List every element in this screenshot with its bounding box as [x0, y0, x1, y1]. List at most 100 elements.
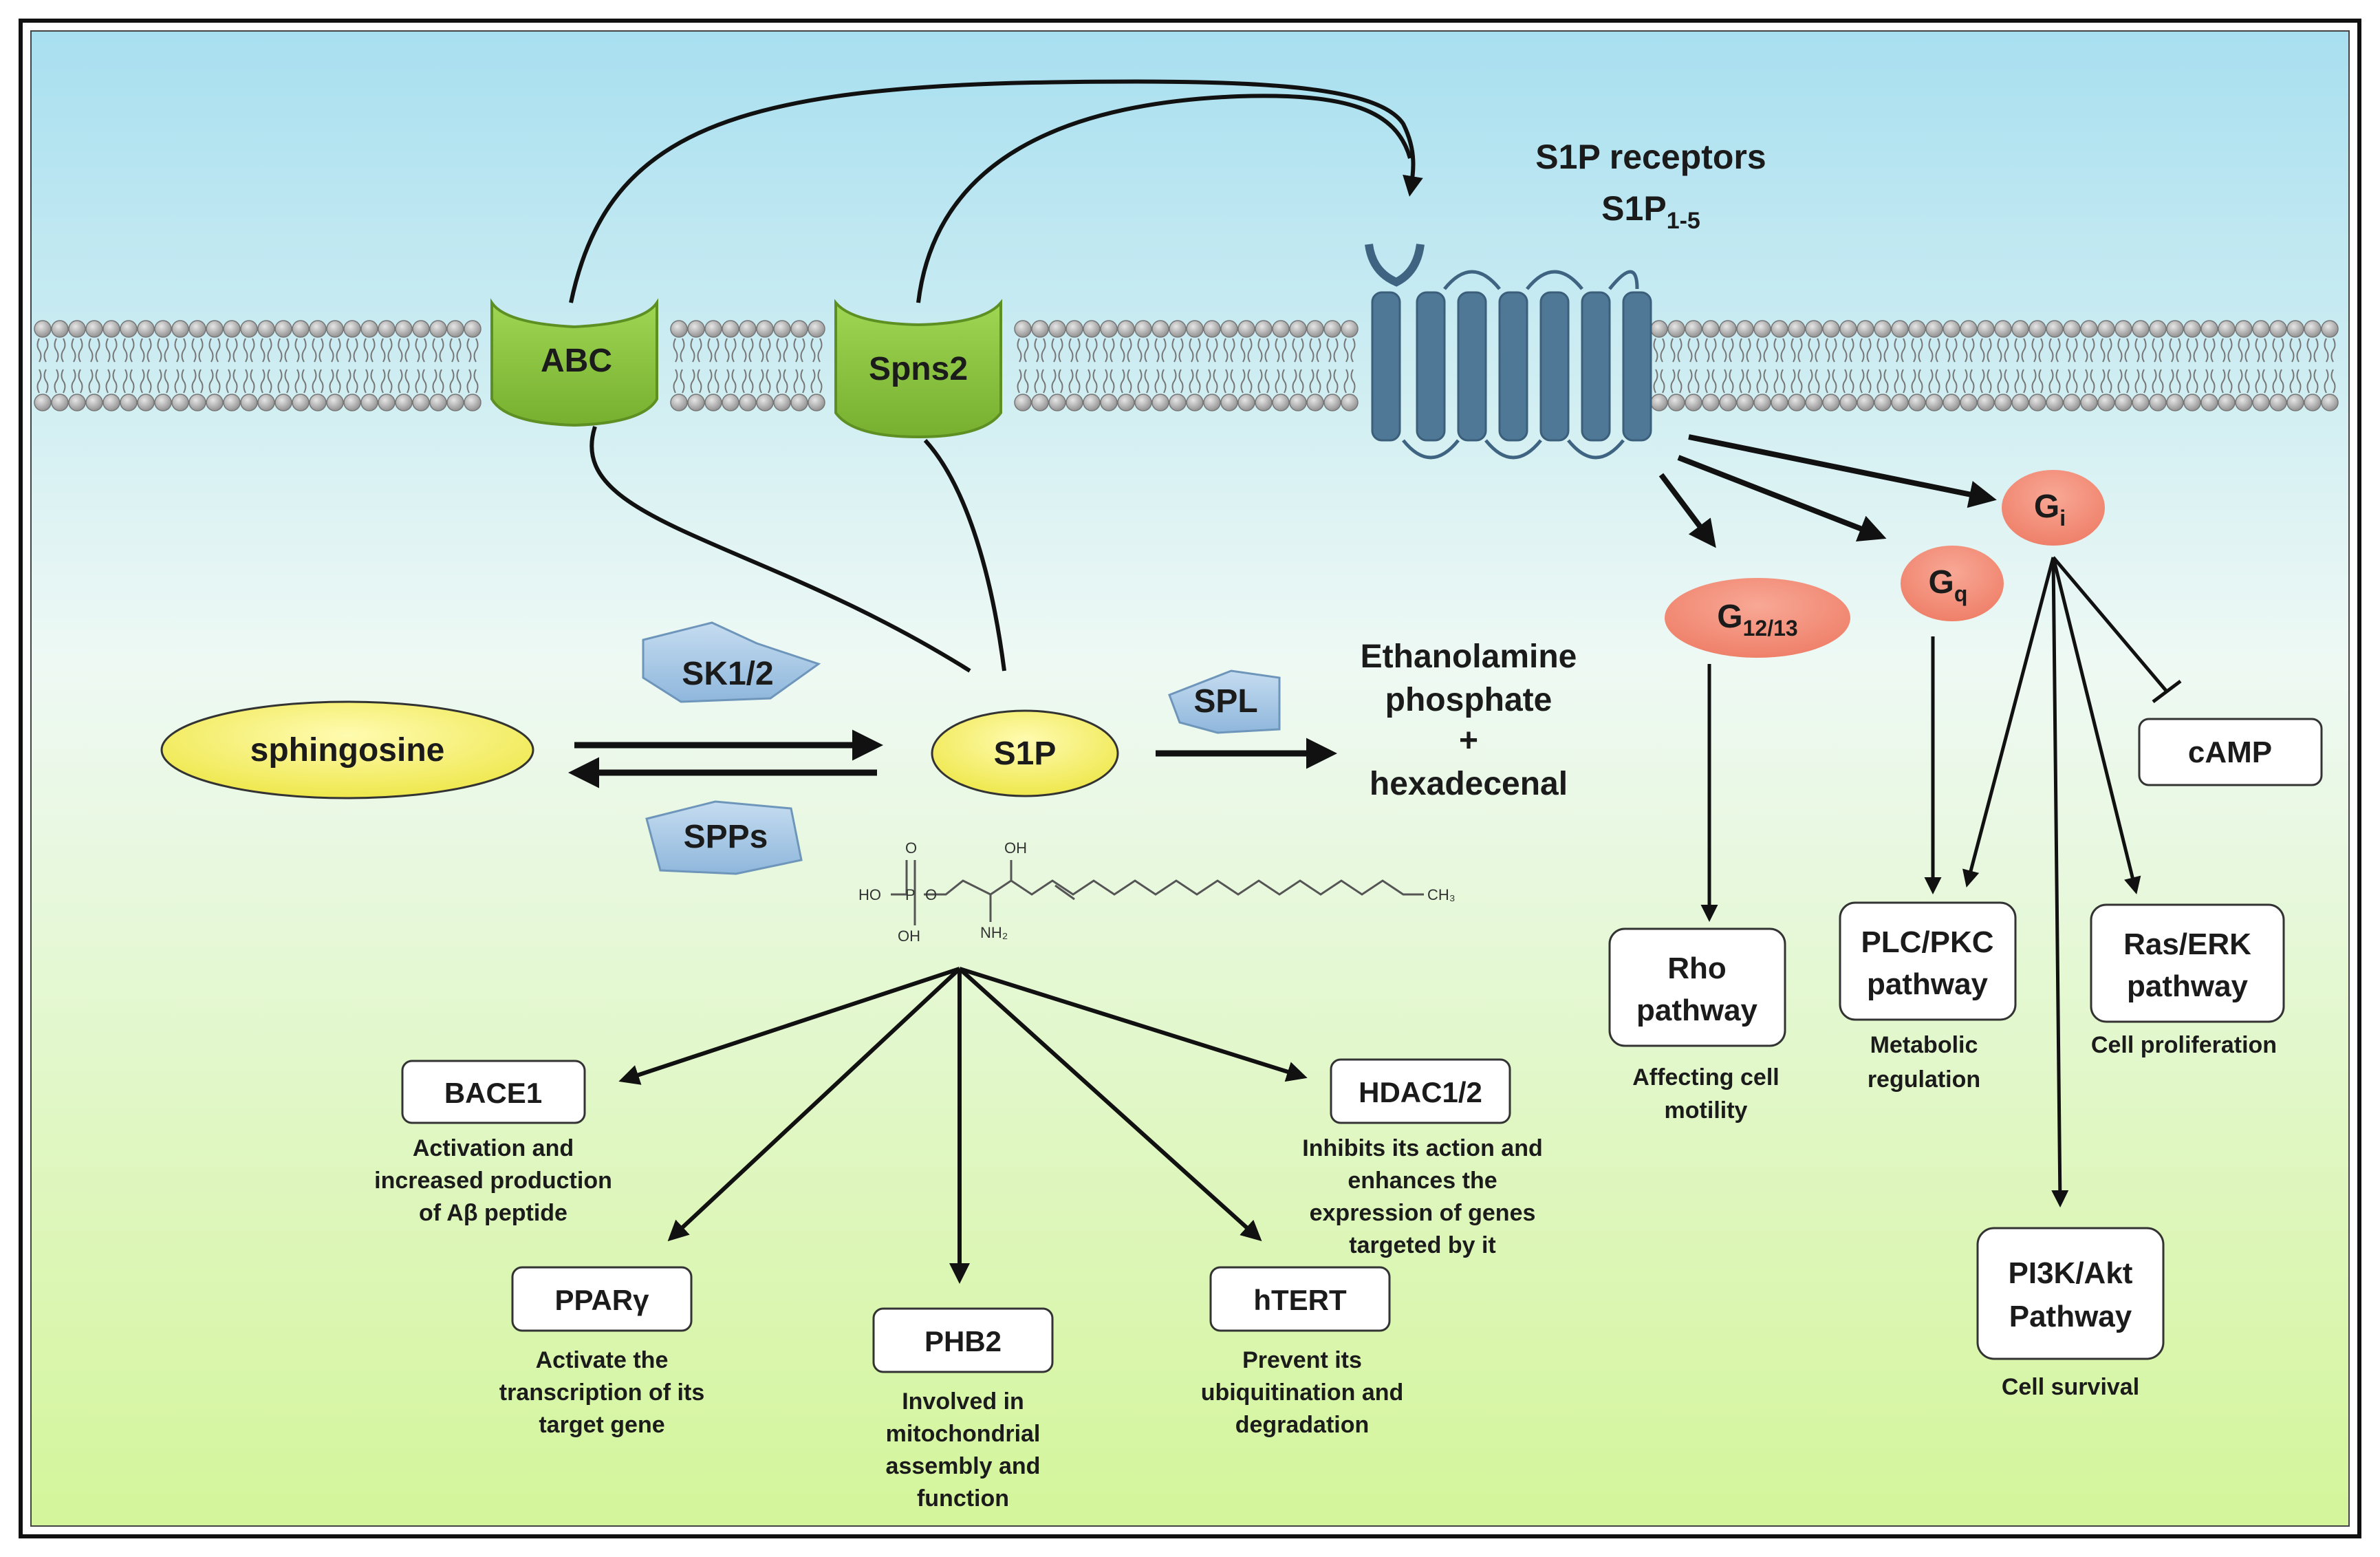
lipid-head: [704, 320, 722, 338]
lipid-head: [206, 394, 224, 411]
lipid-bilayer: [34, 320, 2339, 411]
lipid-head: [1048, 320, 1066, 338]
lipid-head: [1134, 394, 1152, 411]
lipid-head: [1014, 394, 1032, 411]
lipid-tail: [1722, 369, 1734, 394]
lipid-tail: [1705, 369, 1717, 394]
lipid-head: [68, 394, 86, 411]
lipid-tail: [1876, 369, 1889, 394]
lipid-head: [1771, 394, 1788, 411]
lipid-tail: [1120, 338, 1132, 363]
lipid-tail: [1240, 338, 1253, 363]
bace1-label: BACE1: [444, 1077, 542, 1109]
lipid-head: [309, 320, 327, 338]
gq-label: Gq: [1929, 564, 1968, 606]
lipid-head: [1685, 320, 1702, 338]
lipid-tail: [1085, 369, 1098, 394]
lipid-head: [808, 394, 825, 411]
lipid-tail: [1911, 369, 1923, 394]
downstream-arrows: [1700, 556, 2182, 1207]
lipid-head: [257, 394, 275, 411]
lipid-tail: [2324, 338, 2336, 363]
receptor-helix: [1371, 291, 1401, 442]
lipid-head: [687, 394, 705, 411]
lipid-head: [1719, 394, 1737, 411]
lipid-head: [1943, 320, 1960, 338]
lipid-tail: [2186, 338, 2198, 363]
lipid-tail: [2306, 369, 2319, 394]
export-path-spns2: [923, 438, 1006, 672]
lipid-head: [1977, 394, 1995, 411]
lipid-tail: [1859, 338, 1872, 363]
lipid-tail: [54, 338, 66, 363]
lipid-head: [2166, 394, 2184, 411]
lipid-head: [85, 320, 103, 338]
pi3k-box: PI3K/Akt Pathway: [1976, 1227, 2165, 1360]
lipid-head: [1891, 394, 1909, 411]
lipid-head: [1822, 394, 1840, 411]
lipid-head: [120, 320, 138, 338]
lipid-head: [1014, 320, 1032, 338]
lipid-tail: [1670, 369, 1683, 394]
lipid-head: [326, 320, 344, 338]
lipid-tail: [415, 369, 427, 394]
lipid-head: [343, 320, 361, 338]
lipid-head: [2304, 394, 2322, 411]
lipid-head: [670, 320, 688, 338]
lipid-head: [120, 394, 138, 411]
hdac-label: HDAC1/2: [1359, 1076, 1482, 1108]
lipid-tail: [1103, 369, 1115, 394]
lipid-tail: [329, 369, 341, 394]
lipid-tail: [174, 338, 186, 363]
lipid-tail: [88, 338, 100, 363]
receptor-helix: [1416, 291, 1446, 442]
lipid-head: [2252, 320, 2270, 338]
s1p-label: S1P: [994, 735, 1057, 772]
lipid-head: [1169, 320, 1187, 338]
lipid-tail: [226, 338, 238, 363]
lipid-tail: [380, 338, 393, 363]
lipid-tail: [673, 338, 685, 363]
lipid-head: [206, 320, 224, 338]
rho-caption-1: Affecting cell: [1632, 1064, 1779, 1091]
lipid-tail: [277, 338, 290, 363]
lipid-tail: [2152, 369, 2164, 394]
lipid-tail: [2048, 338, 2061, 363]
lipid-tail: [1653, 338, 1665, 363]
lipid-head: [154, 320, 172, 338]
lipid-tail: [776, 338, 788, 363]
hdac-box: HDAC1/2: [1330, 1058, 1511, 1124]
lipid-head: [1857, 320, 1874, 338]
sphingosine-node: sphingosine: [160, 700, 534, 799]
lipid-tail: [707, 338, 720, 363]
lipid-head: [1203, 394, 1221, 411]
lipid-tail: [724, 338, 737, 363]
lipid-tail: [1275, 338, 1287, 363]
lipid-tail: [191, 338, 204, 363]
lipid-tail: [1791, 369, 1803, 394]
lipid-tail: [1240, 369, 1253, 394]
lipid-tail: [277, 369, 290, 394]
lipid-head: [1977, 320, 1995, 338]
lipid-tail: [1859, 369, 1872, 394]
lipid-head: [1255, 394, 1273, 411]
s1p-receptor: [1365, 244, 1639, 460]
lipid-head: [2183, 320, 2201, 338]
lipid-tail: [260, 338, 272, 363]
lipid-tail: [1756, 338, 1768, 363]
lipid-tail: [71, 338, 83, 363]
lipid-head: [1083, 320, 1101, 338]
lipid-head: [1065, 394, 1083, 411]
lipid-head: [2149, 320, 2167, 338]
lipid-tail: [2014, 369, 2026, 394]
lipid-tail: [1085, 338, 1098, 363]
lipid-tail: [1103, 338, 1115, 363]
lipid-head: [1272, 320, 1290, 338]
lipid-tail: [1017, 338, 1029, 363]
receptor-helix: [1622, 291, 1652, 442]
lipid-head: [2286, 320, 2304, 338]
lipid-tail: [466, 338, 479, 363]
lipid-tail: [690, 338, 702, 363]
lipid-tail: [1876, 338, 1889, 363]
lipid-head: [1650, 394, 1668, 411]
